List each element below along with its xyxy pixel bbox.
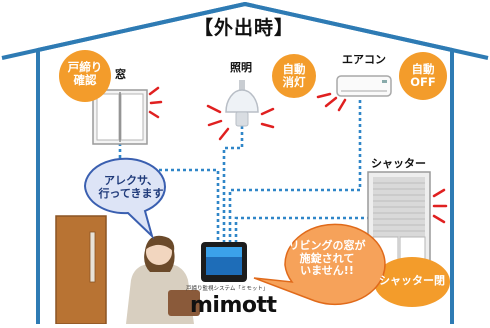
- brand-tagline: 戸締り監視システム「ミモット」: [186, 286, 269, 292]
- device-speech-line2: 施錠されて: [299, 251, 355, 265]
- light-badge-line2: 消灯: [282, 75, 306, 90]
- window-badge-shape: [59, 50, 111, 102]
- aircon-badge: 自動 OFF: [399, 62, 447, 90]
- device-speech-line3: いません!!: [300, 264, 354, 278]
- person-illustration: [126, 235, 200, 324]
- wire-shutter: [234, 216, 370, 242]
- aircon-badge-shape: [399, 52, 447, 100]
- shutter-badge-line1: シャッター閉: [379, 274, 445, 287]
- window-badge-line2: 確認: [73, 73, 97, 88]
- device-speech-line1: リビングの窓が: [288, 239, 366, 252]
- brand-logo: mimott: [190, 293, 277, 318]
- house-walls: [36, 2, 454, 324]
- shutter-badge-shape: [374, 257, 450, 307]
- light-alert-icon: [206, 104, 275, 141]
- window-label: 窓: [115, 68, 126, 81]
- window-badge: 戸締り 確認: [59, 60, 111, 88]
- shutter-label: シャッター: [371, 157, 426, 170]
- light-badge-shape: [272, 54, 316, 98]
- user-speech-line1: アレクサ、: [103, 174, 158, 187]
- window-badge-line1: 戸締り: [67, 60, 103, 74]
- light-badge-line1: 自動: [282, 62, 306, 76]
- aircon-alert-icon: [316, 92, 347, 112]
- door-icon: [55, 215, 107, 325]
- shutter-alert-icon: [432, 188, 448, 224]
- page-title: 【外出時】: [194, 17, 295, 39]
- light-badge: 自動 消灯: [272, 62, 316, 90]
- device-speech-bubble-shape: [253, 223, 386, 306]
- connection-lines: [118, 100, 370, 242]
- air-conditioner-icon: [336, 75, 392, 97]
- light-label: 照明: [230, 61, 252, 74]
- user-speech-text: アレクサ、 行ってきます: [83, 174, 179, 200]
- wire-window: [118, 143, 220, 242]
- user-speech-bubble-shape: [83, 157, 166, 240]
- device-speech-text: リビングの窓が 施錠されて いません!!: [279, 239, 375, 278]
- window-icon: [92, 89, 148, 145]
- user-speech-line2: 行ってきます: [98, 186, 164, 200]
- smart-speaker-icon: [201, 242, 247, 282]
- aircon-label: エアコン: [342, 53, 386, 66]
- wire-light: [222, 126, 244, 242]
- wire-aircon: [228, 100, 362, 242]
- window-alert-icon: [148, 86, 163, 119]
- shutter-badge: シャッター閉: [374, 274, 450, 288]
- aircon-badge-line1: 自動: [411, 62, 435, 76]
- ceiling-light-icon: [225, 80, 259, 127]
- aircon-badge-line2: OFF: [410, 75, 436, 90]
